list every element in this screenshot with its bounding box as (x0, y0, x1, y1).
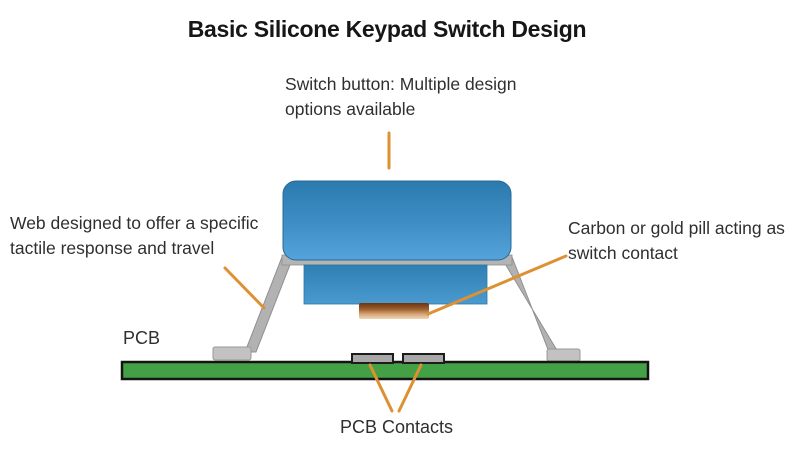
label-carbon-pill: Carbon or gold pill acting as switch con… (568, 218, 785, 264)
diagram-title: Basic Silicone Keypad Switch Design (187, 16, 587, 42)
label-pcb: PCB (123, 328, 161, 348)
web-left-leg (244, 256, 294, 353)
pointer-line-pcb-contact-left (368, 363, 394, 413)
label-web: Web designed to offer a specific tactile… (10, 213, 259, 259)
pcb-board (120, 360, 650, 381)
pcb-contact-left (351, 353, 394, 364)
label-pcb-contacts: PCB Contacts (340, 417, 454, 437)
switch-plunger (303, 264, 488, 305)
pointer-line-pcb-contact-right (397, 363, 423, 413)
pcb-contact-right (402, 353, 445, 364)
web-left-foot (212, 346, 252, 361)
pointer-line-web (223, 266, 266, 310)
web-right-foot (546, 348, 581, 362)
contact-pill (359, 303, 429, 319)
switch-button-cap (282, 180, 512, 261)
label-switch-button: Switch button: Multiple design options a… (285, 74, 517, 120)
pointer-line-contact-pill (426, 254, 568, 316)
